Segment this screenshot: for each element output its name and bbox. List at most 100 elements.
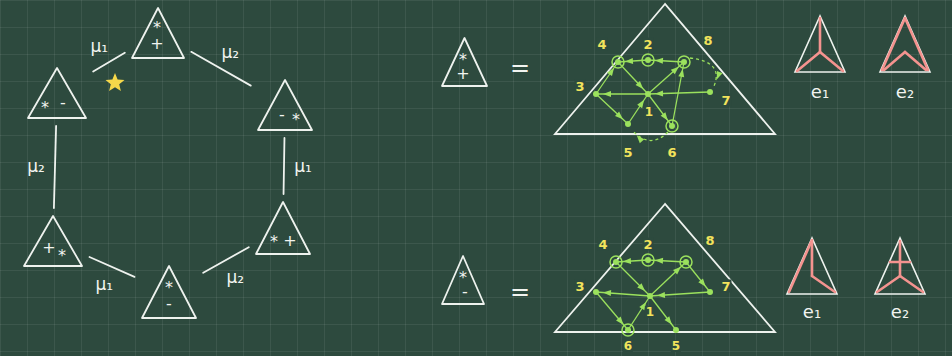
quiver-vertex: [669, 123, 675, 129]
quiver-arrow: [650, 292, 710, 296]
quiver-arrow: [672, 62, 684, 126]
vertex-number: 2: [642, 38, 653, 51]
dashed-arrow: [690, 58, 716, 86]
quiver-vertex: [625, 327, 631, 333]
mutation-label: μ₂: [27, 158, 45, 175]
sign-mark: -: [166, 296, 172, 312]
mutation-label: μ₁: [90, 37, 108, 54]
quiver-arrow: [616, 260, 648, 262]
mutation-label: μ₁: [96, 276, 114, 293]
quiver-arrow: [618, 60, 648, 62]
mutation-label: μ₁: [294, 158, 312, 175]
triangle-outline-layer: [26, 66, 88, 120]
vertex-number: 1: [644, 106, 654, 118]
vertex-number: 5: [622, 146, 633, 159]
sign-mark: +: [283, 233, 296, 249]
triangle-node: +*: [22, 214, 84, 268]
triangle-node: *-: [440, 254, 486, 306]
small-triangle: [880, 16, 930, 72]
triangle-node: -*: [256, 78, 314, 132]
quiver-vertex: [615, 59, 621, 65]
sign-mark: +: [150, 36, 163, 52]
sign-mark: -: [462, 284, 468, 300]
sign-mark: -: [279, 107, 285, 123]
quiver-vertex: [593, 91, 599, 97]
quiver-arrow: [596, 94, 628, 124]
quiver-arrow: [596, 93, 648, 94]
text-label: e₁: [802, 303, 822, 321]
pink-arc: [797, 52, 820, 71]
vertex-number: 3: [574, 80, 585, 93]
big-triangle: [555, 204, 775, 332]
vertex-number: 4: [596, 38, 607, 51]
quiver-vertex: [683, 259, 689, 265]
mutation-link: [93, 53, 125, 72]
triangle-node: *-: [26, 66, 88, 120]
frozen-ring: [678, 56, 690, 68]
small-triangle: [795, 16, 845, 72]
pink-arc: [877, 276, 900, 292]
quiver-vertex: [707, 289, 713, 295]
mutation-label: μ₂: [226, 268, 244, 285]
pink-arc: [812, 276, 835, 292]
pink-arc: [820, 52, 843, 71]
triangle-outline: [442, 38, 487, 86]
triangle-node: *+: [440, 36, 489, 88]
sign-mark: *: [165, 280, 173, 296]
quiver-vertex: [707, 89, 713, 95]
triangle-outline: [132, 8, 184, 58]
quiver-vertex: [625, 121, 631, 127]
frozen-ring: [612, 56, 624, 68]
big-triangle: [555, 4, 775, 134]
frozen-ring: [666, 120, 678, 132]
triangle-outline: [28, 68, 86, 118]
quiver-vertex: [645, 257, 651, 263]
quiver-vertex: [645, 57, 651, 63]
quiver-vertex: [613, 259, 619, 265]
quiver-arrow: [596, 292, 650, 296]
quiver-vertex: [593, 289, 599, 295]
quiver-arrow: [650, 262, 686, 296]
pink-arc: [819, 18, 822, 52]
mutation-link: [283, 138, 286, 194]
mutation-label: μ₂: [222, 44, 240, 61]
quiver-vertex: [673, 327, 679, 333]
vertex-number: 3: [574, 280, 585, 293]
pink-arc: [811, 241, 814, 276]
triangle-node: *+: [254, 200, 312, 256]
vertex-number: 2: [642, 238, 653, 251]
vertex-number: 1: [645, 306, 655, 318]
sign-mark: *: [58, 248, 66, 264]
mutation-link: [191, 52, 251, 86]
triangle-outline-layer: [256, 78, 314, 132]
vertex-number: 8: [704, 234, 715, 247]
sign-mark: -: [60, 95, 66, 111]
sign-mark: +: [456, 66, 469, 82]
small-triangle: [787, 238, 837, 294]
sign-mark: *: [270, 234, 278, 250]
triangle-outline: [142, 266, 196, 318]
triangle-outline: [24, 216, 82, 266]
pink-arc: [900, 276, 923, 292]
quiver-arrow: [648, 92, 710, 94]
quiver-arrow: [596, 292, 628, 330]
quiver-vertex: [645, 91, 651, 97]
mutation-link: [89, 257, 134, 277]
triangle-outline-layer: [254, 200, 312, 256]
pink-arc: [884, 52, 905, 70]
quiver-vertex: [647, 293, 653, 299]
triangle-node: *-: [140, 264, 198, 320]
small-triangle: [875, 238, 925, 294]
frozen-ring: [642, 254, 654, 266]
triangle-outline: [258, 80, 312, 130]
triangle-outline: [256, 202, 310, 254]
text-label: e₁: [810, 83, 830, 101]
pink-arc: [905, 18, 928, 70]
sign-mark: *: [292, 112, 300, 128]
vertex-number: 6: [666, 146, 677, 159]
quiver-arrow: [616, 262, 650, 296]
mutation-link: [54, 126, 56, 208]
text-label: e₂: [890, 303, 910, 321]
dashed-arrow: [632, 130, 668, 141]
